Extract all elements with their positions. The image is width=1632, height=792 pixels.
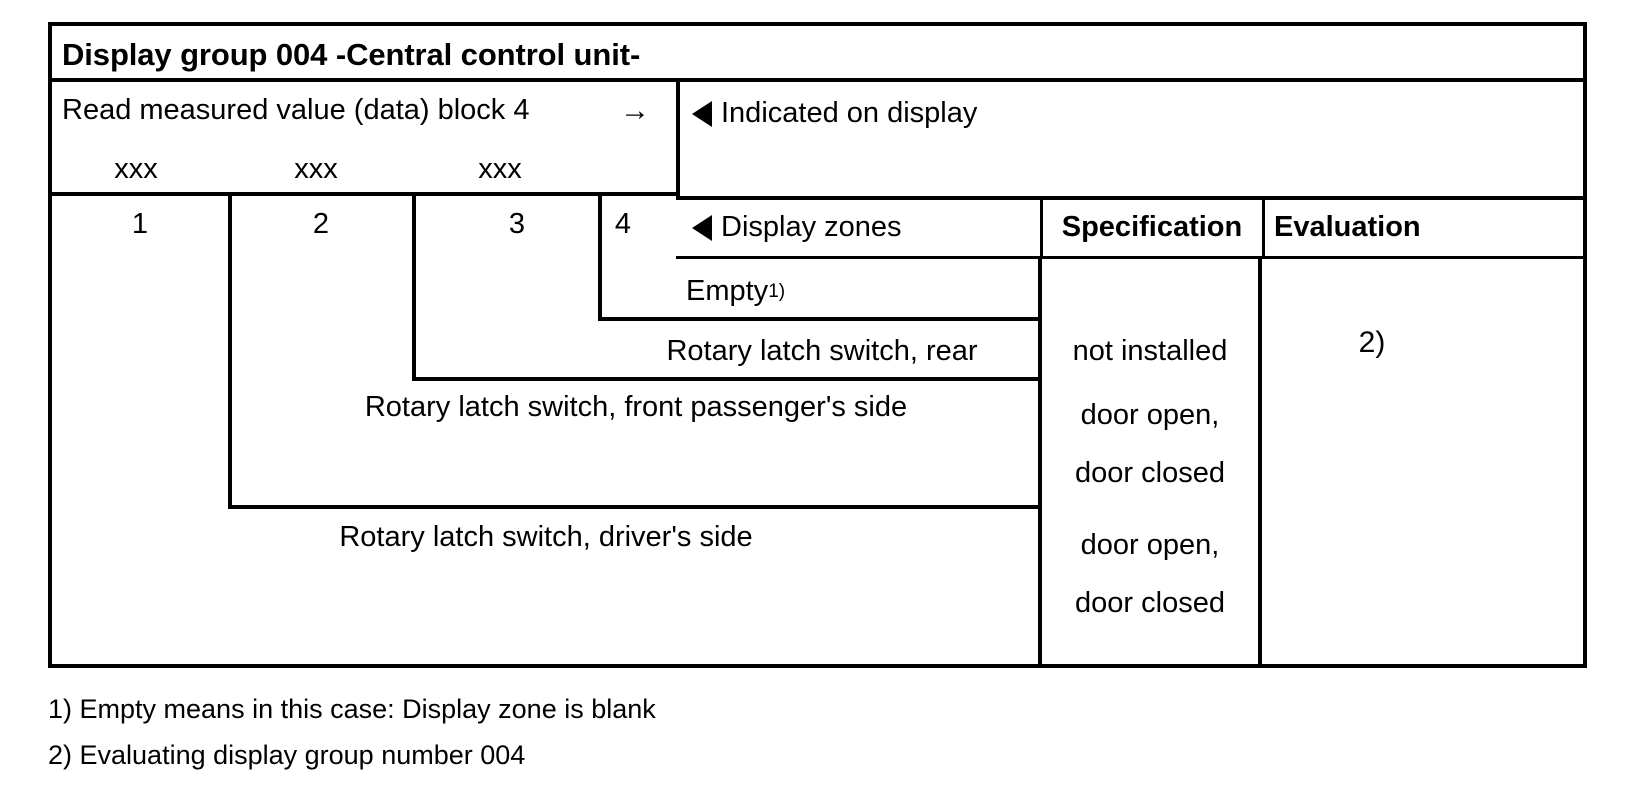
zone-number-2: 2 (312, 208, 330, 241)
specification-value-rear: not installed (1072, 335, 1228, 368)
table-bottom-border (48, 664, 1587, 668)
specification-column-right-border (1258, 256, 1262, 664)
empty-row-bottom-step (598, 317, 1042, 321)
indicated-on-display-label: Indicated on display (692, 92, 1392, 136)
display-zones-label: Display zones (692, 204, 1022, 252)
display-zone-row-rear: Rotary latch switch, rear (666, 335, 978, 368)
specification-line-4: door closed (1075, 586, 1225, 619)
specification-line-3: door open, (1080, 528, 1220, 561)
read-measured-value-label: Read measured value (data) block 4 (62, 94, 530, 127)
evaluation-header-left-divider (1262, 196, 1265, 256)
indicated-banner-bottom-border (676, 196, 1587, 200)
placeholder-value-1: xxx (114, 153, 158, 186)
column-2-divider (228, 196, 232, 508)
specification-line-1: door open, (1080, 398, 1220, 431)
display-zone-row-driver: Rotary latch switch, driver's side (339, 521, 753, 554)
evaluation-value: 2) (1358, 325, 1386, 359)
column-3-divider (412, 196, 416, 380)
display-zone-text-empty: Empty (686, 275, 769, 308)
zones-header-bottom-border (676, 256, 1587, 259)
specification-header-left-divider (1040, 196, 1043, 256)
read-block-bottom-border (48, 192, 680, 196)
specification-column-header: Specification (1061, 211, 1243, 244)
read-block-right-border (676, 78, 680, 196)
placeholder-value-3: xxx (478, 153, 522, 186)
front-passenger-row-bottom-step (228, 505, 1042, 509)
specification-value-front-passenger: door open, door closed (1044, 386, 1256, 502)
display-zone-row-front-passenger: Rotary latch switch, front passenger's s… (364, 391, 908, 424)
specification-line-2: door closed (1075, 456, 1225, 489)
evaluation-column-header: Evaluation (1274, 211, 1421, 244)
page-title: Display group 004 -Central control unit- (62, 37, 641, 73)
table-left-border (48, 22, 52, 668)
table-right-border (1583, 22, 1587, 668)
right-arrow-icon: → (620, 94, 650, 127)
left-triangle-marker-icon-2 (692, 215, 712, 241)
specification-column-left-border (1038, 256, 1042, 664)
zone-number-3: 3 (508, 208, 526, 241)
indicated-on-display-text: Indicated on display (721, 97, 978, 130)
title-row-bottom-border (48, 78, 1587, 82)
rear-row-bottom-step (412, 377, 1042, 381)
column-4-divider (598, 196, 602, 320)
table-top-border (48, 22, 1587, 26)
placeholder-value-2: xxx (294, 153, 338, 186)
specification-value-driver: door open, door closed (1044, 516, 1256, 632)
footnote-2: 2) Evaluating display group number 004 (48, 740, 526, 770)
footnote-1: 1) Empty means in this case: Display zon… (48, 694, 656, 724)
specification-value-empty (1044, 270, 1256, 314)
display-zones-text: Display zones (721, 211, 902, 244)
left-triangle-marker-icon (692, 101, 712, 127)
zone-number-1: 1 (131, 208, 149, 241)
zone-number-4: 4 (614, 208, 632, 241)
